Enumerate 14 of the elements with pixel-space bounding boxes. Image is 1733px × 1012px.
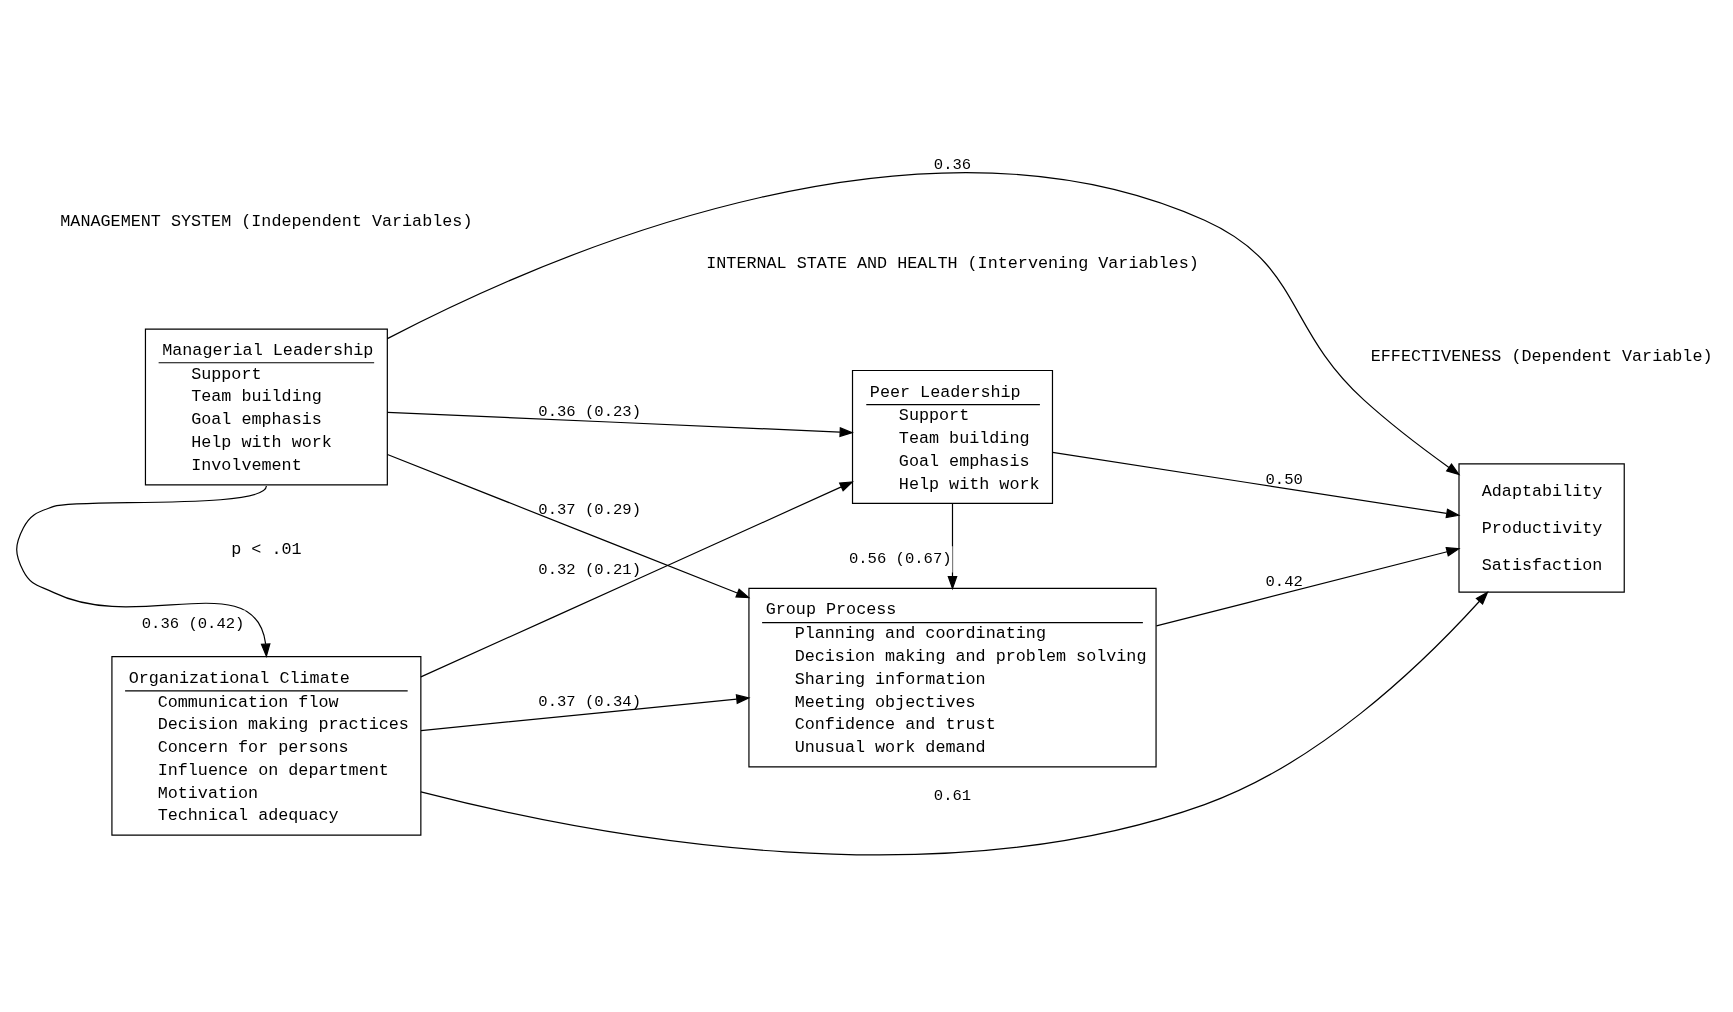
edge-label: 0.61 — [933, 787, 972, 806]
edge-label: 0.42 — [1265, 572, 1303, 591]
edge-label: 0.56 (0.67) — [848, 550, 952, 569]
edge-label: 0.37 (0.34) — [538, 692, 641, 711]
edge-label: 0.36 — [933, 156, 972, 175]
label: EFFECTIVENESS (Dependent Variable) — [1370, 347, 1713, 367]
edge-label: 0.37 (0.29) — [538, 501, 641, 520]
edge-label: 0.50 — [1265, 471, 1303, 490]
edge-label: 0.36 (0.42) — [141, 614, 245, 633]
edge-label: 0.32 (0.21) — [538, 560, 641, 579]
label: p < .01 — [231, 539, 302, 559]
label: MANAGEMENT SYSTEM (Independent Variables) — [60, 211, 473, 231]
edge-label: 0.36 (0.23) — [538, 402, 641, 421]
label: INTERNAL STATE AND HEALTH (Intervening Variables) — [706, 253, 1199, 273]
